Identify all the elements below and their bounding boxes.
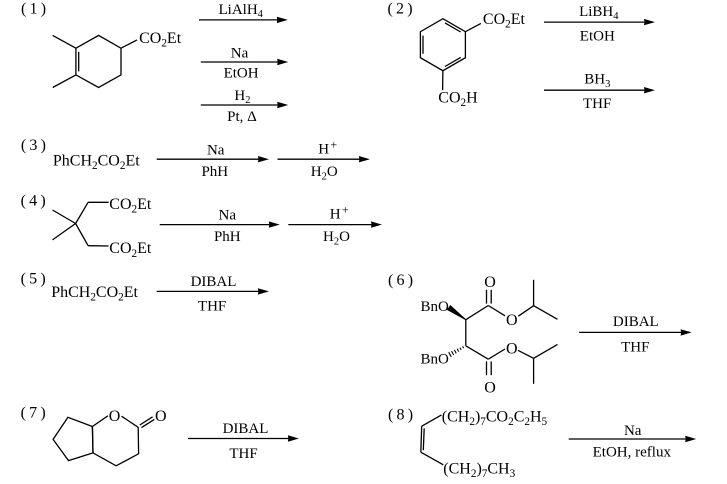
- svg-text:O: O: [506, 312, 518, 329]
- svg-text:Na: Na: [207, 143, 225, 159]
- svg-text:EtOH, reflux: EtOH, reflux: [593, 444, 672, 460]
- svg-text:CO2H: CO2H: [438, 90, 478, 110]
- svg-text:(6): (6): [388, 272, 416, 289]
- svg-text:DIBAL: DIBAL: [223, 421, 269, 437]
- svg-text:PhH: PhH: [214, 229, 241, 245]
- svg-text:(3): (3): [21, 137, 49, 154]
- svg-text:BnO: BnO: [421, 351, 450, 367]
- svg-text:(CH2)7CH3: (CH2)7CH3: [443, 461, 515, 481]
- svg-text:CO2Et: CO2Et: [109, 240, 152, 260]
- svg-text:CO2Et: CO2Et: [139, 30, 182, 50]
- svg-text:(8): (8): [388, 406, 416, 423]
- svg-text:BnO: BnO: [421, 299, 450, 315]
- svg-text:O: O: [506, 341, 518, 358]
- svg-text:DIBAL: DIBAL: [613, 314, 659, 330]
- svg-text:BH3: BH3: [584, 72, 610, 90]
- svg-text:PhCH2CO2Et: PhCH2CO2Et: [51, 284, 138, 304]
- svg-text:(5): (5): [21, 271, 49, 288]
- svg-text:CO2Et: CO2Et: [483, 11, 526, 31]
- svg-text:PhH: PhH: [201, 164, 228, 180]
- svg-text:(4): (4): [21, 193, 49, 210]
- svg-text:LiAlH4: LiAlH4: [218, 2, 263, 20]
- svg-text:O: O: [484, 380, 496, 397]
- svg-text:Na: Na: [231, 46, 249, 62]
- svg-text:H+: H+: [318, 137, 337, 157]
- svg-text:THF: THF: [621, 340, 649, 356]
- svg-text:H2O: H2O: [311, 164, 338, 182]
- svg-text:Na: Na: [219, 208, 237, 224]
- svg-text:H+: H+: [330, 202, 349, 222]
- svg-text:Pt, Δ: Pt, Δ: [227, 109, 257, 125]
- svg-text:O: O: [155, 408, 167, 425]
- svg-text:(7): (7): [21, 405, 49, 422]
- svg-text:LiBH4: LiBH4: [579, 4, 619, 22]
- svg-text:O: O: [484, 274, 496, 291]
- svg-text:THF: THF: [583, 96, 611, 112]
- svg-text:H2O: H2O: [323, 229, 350, 247]
- svg-text:THF: THF: [198, 298, 226, 314]
- svg-text:(1): (1): [21, 1, 49, 18]
- svg-text:EtOH: EtOH: [224, 65, 259, 81]
- svg-text:CO2Et: CO2Et: [109, 196, 152, 216]
- svg-text:PhCH2CO2Et: PhCH2CO2Et: [53, 153, 140, 173]
- svg-text:EtOH: EtOH: [580, 28, 615, 44]
- svg-text:DIBAL: DIBAL: [191, 274, 237, 290]
- svg-text:THF: THF: [229, 446, 257, 462]
- svg-text:H2: H2: [234, 88, 250, 106]
- svg-text:Na: Na: [624, 423, 642, 439]
- svg-text:O: O: [109, 408, 121, 425]
- svg-text:(CH2)7CO2C2H5: (CH2)7CO2C2H5: [442, 408, 548, 428]
- svg-text:(2): (2): [388, 1, 416, 18]
